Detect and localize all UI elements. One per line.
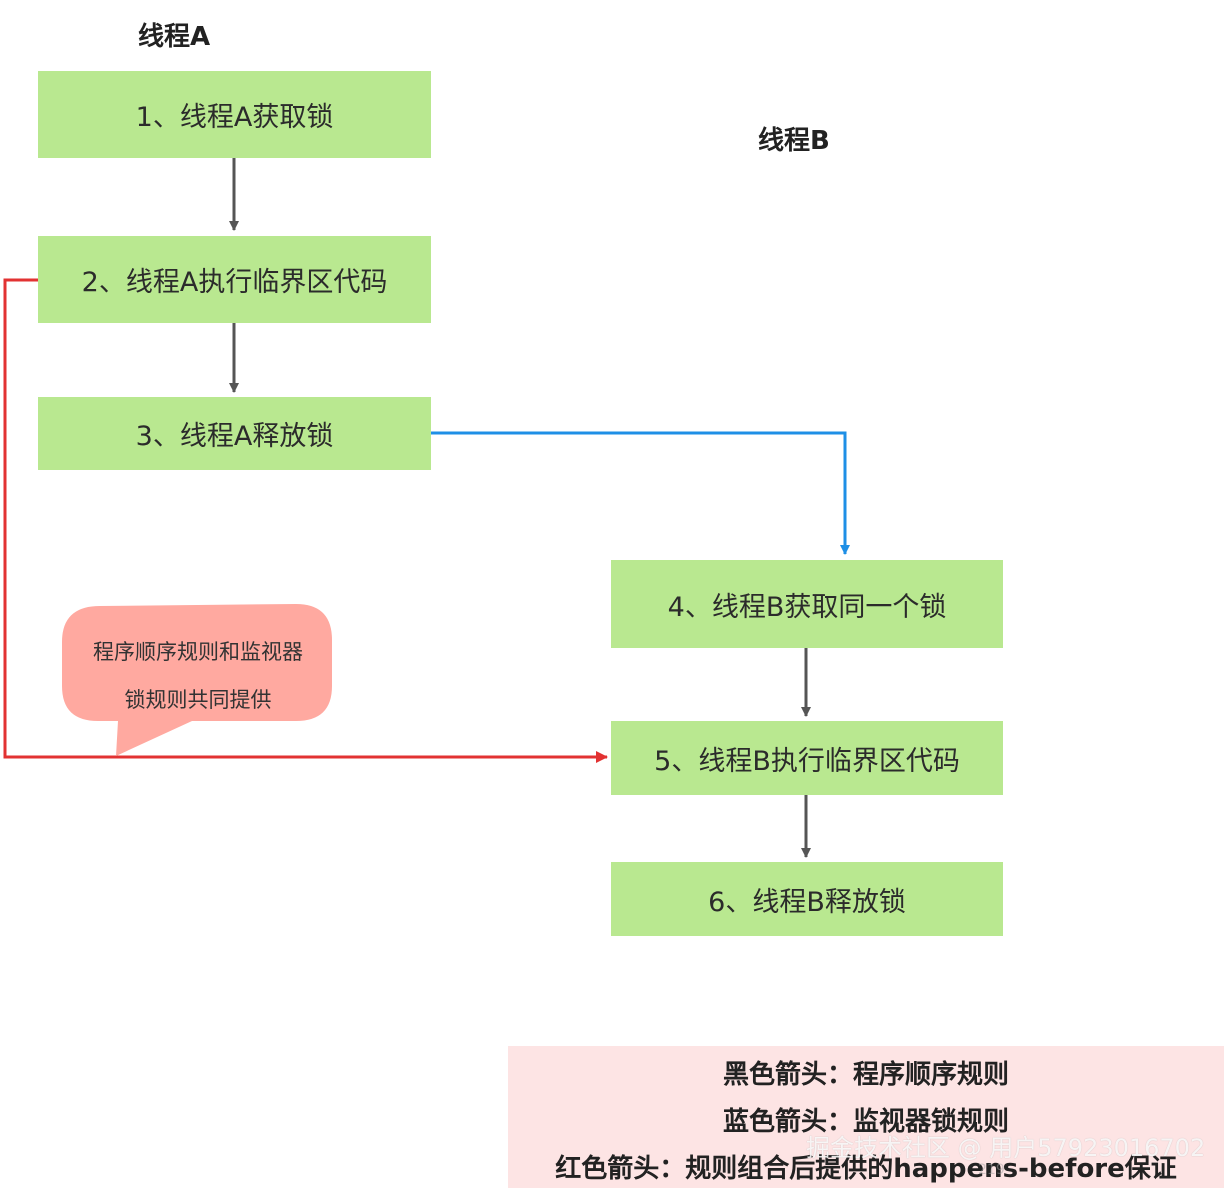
callout-bubble — [62, 604, 332, 756]
legend-black-arrow: 黑色箭头：程序顺序规则 — [722, 1060, 1009, 1090]
watermark-sub: 219 — [978, 1162, 1005, 1178]
step-5-thread-b-critical-section: 5、线程B执行临界区代码 — [611, 721, 1003, 795]
legend-red-arrow: 红色箭头：规则组合后提供的happens-before保证 — [555, 1154, 1177, 1184]
step-3-thread-a-release-lock: 3、线程A释放锁 — [38, 397, 431, 470]
lane-title-thread-b: 线程B — [758, 126, 830, 156]
step-2-thread-a-critical-section: 2、线程A执行临界区代码 — [38, 236, 431, 323]
step-4-thread-b-acquire-same-lock: 4、线程B获取同一个锁 — [611, 560, 1003, 648]
step-1-thread-a-acquire-lock: 1、线程A获取锁 — [38, 71, 431, 158]
callout-line-1: 程序顺序规则和监视器 — [93, 640, 303, 664]
callout-text: 程序顺序规则和监视器 锁规则共同提供 — [62, 628, 334, 724]
watermark: 掘金技术社区 @ 用户57923016702 — [806, 1134, 1206, 1162]
legend-blue-arrow: 蓝色箭头：监视器锁规则 — [722, 1107, 1009, 1137]
arrow-step3-to-step4 — [431, 431, 850, 555]
lane-title-thread-a: 线程A — [138, 22, 211, 52]
legend-box: 黑色箭头：程序顺序规则 蓝色箭头：监视器锁规则 红色箭头：规则组合后提供的hap… — [508, 1046, 1224, 1188]
callout-line-2: 锁规则共同提供 — [124, 688, 272, 712]
arrow-step2-to-step5 — [3, 278, 608, 763]
step-6-thread-b-release-lock: 6、线程B释放锁 — [611, 862, 1003, 936]
